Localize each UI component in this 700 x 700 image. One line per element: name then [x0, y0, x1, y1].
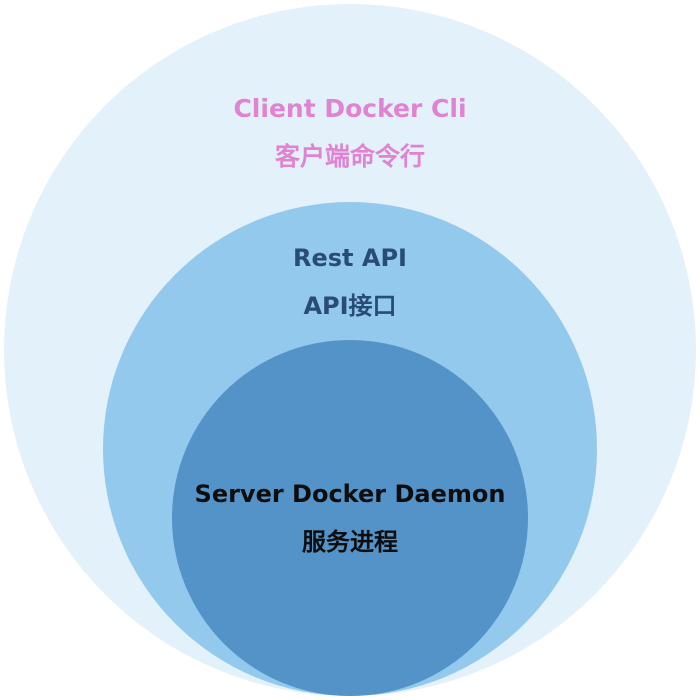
server-daemon-subtitle: 服务进程: [302, 528, 398, 556]
server-daemon-circle: [172, 340, 528, 696]
server-daemon-title: Server Docker Daemon: [194, 480, 506, 508]
rest-api-title: Rest API: [293, 244, 407, 272]
rest-api-subtitle: API接口: [303, 292, 397, 320]
client-cli-subtitle: 客户端命令行: [274, 142, 425, 171]
client-cli-title: Client Docker Cli: [233, 94, 467, 123]
